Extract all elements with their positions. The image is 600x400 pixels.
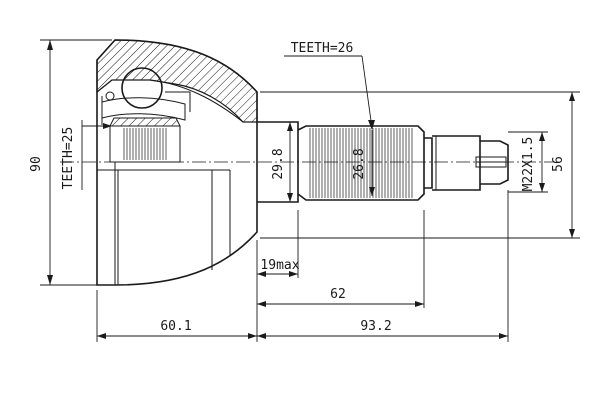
dim-inner-teeth: TEETH=25 [61, 120, 112, 190]
dim-thread-label: M22X1.5 [521, 137, 536, 192]
dim-thread: M22X1.5 [508, 131, 548, 193]
dim-outer-teeth: TEETH=26 [284, 41, 375, 130]
dim-shaft-length-label: 62 [330, 287, 346, 302]
ball-and-cage [101, 67, 191, 125]
dim-shaft-length: 62 [257, 287, 424, 307]
dim-seal-diameter: 29.8 [271, 122, 293, 202]
dim-seal-diameter-label: 29.8 [271, 148, 286, 179]
dim-inner-teeth-label: TEETH=25 [61, 127, 76, 190]
dim-spline-diameter: 26.8 [352, 130, 375, 196]
extension-lines [96, 190, 509, 342]
inner-spline-hub [109, 117, 181, 163]
dim-flange-diameter: 56 [260, 91, 580, 239]
dim-outer-teeth-label: TEETH=26 [291, 41, 354, 56]
dim-total-shaft-length-label: 93.2 [360, 319, 391, 334]
dim-outer-diameter: 90 [29, 39, 112, 286]
dim-max-length: 19max [257, 258, 300, 277]
dim-max-length-label: 19max [260, 258, 299, 273]
dim-bell-length-label: 60.1 [160, 319, 191, 334]
dim-flange-diameter-label: 56 [551, 156, 566, 172]
dim-total-shaft-length: 93.2 [257, 319, 508, 339]
outer-housing [96, 39, 258, 286]
outer-spline-shaft [297, 125, 425, 201]
shaft-seal-step [257, 121, 299, 203]
dim-outer-diameter-label: 90 [29, 156, 44, 172]
threaded-end [424, 135, 509, 191]
dim-spline-diameter-label: 26.8 [352, 148, 367, 179]
dim-bell-length: 60.1 [97, 319, 257, 339]
